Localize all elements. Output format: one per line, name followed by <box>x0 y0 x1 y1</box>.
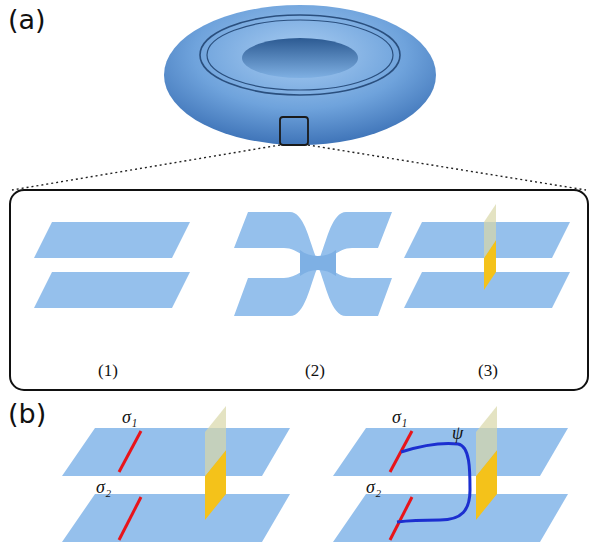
sub-panel-number: (3) <box>478 362 498 379</box>
sigma-label: σ₂ <box>96 478 111 496</box>
sheets-joined <box>234 212 392 316</box>
sigma-label: σ₁ <box>122 408 137 426</box>
panel-b-right <box>333 406 568 542</box>
panel-label: (a) <box>8 6 46 33</box>
panel-label: (b) <box>8 400 46 427</box>
torus <box>164 5 436 145</box>
psi-label: ψ <box>452 424 463 442</box>
zoom-line <box>12 145 280 190</box>
sigma-label: σ₁ <box>392 408 407 426</box>
zoom-line <box>308 145 586 190</box>
sub-panel-number: (2) <box>305 362 325 379</box>
sub-panel-number: (1) <box>98 362 118 379</box>
sheets-with-domain-wall <box>404 204 570 308</box>
zoom-box <box>10 190 588 390</box>
panel-b-left <box>62 406 290 542</box>
sheets-separate <box>34 222 190 308</box>
sigma-label: σ₂ <box>366 478 381 496</box>
